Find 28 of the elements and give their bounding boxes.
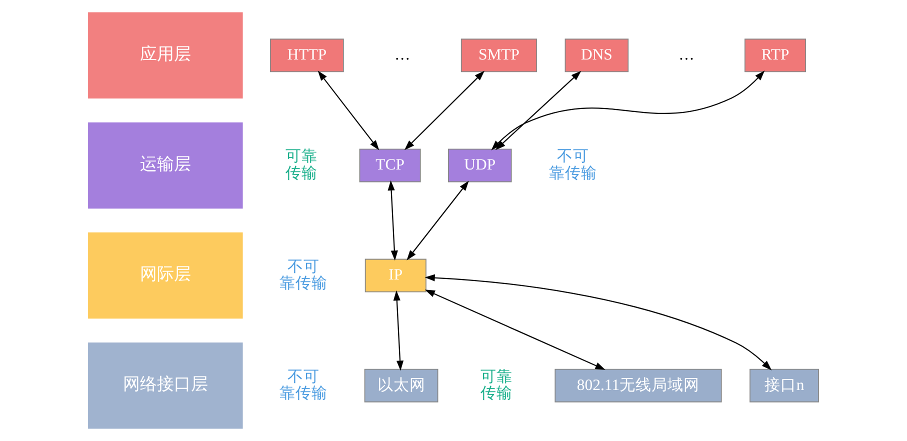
node-box: TCP xyxy=(359,148,421,182)
node-box: 网络接口层 xyxy=(88,342,243,429)
node-box: RTP xyxy=(744,38,806,72)
label: … xyxy=(394,46,410,64)
node-box: 接口n xyxy=(750,368,819,402)
arrow xyxy=(318,70,380,150)
node-box: UDP xyxy=(448,148,512,182)
node-box: 网际层 xyxy=(88,232,243,319)
label: 不可靠传输 xyxy=(549,148,598,182)
label: 可靠传输 xyxy=(480,368,513,402)
arrow xyxy=(388,180,398,261)
node-box: SMTP xyxy=(460,38,538,72)
node-box: 应用层 xyxy=(88,12,243,99)
arrow xyxy=(393,290,404,371)
label: 可靠传输 xyxy=(285,148,318,182)
node-box: IP xyxy=(364,258,426,292)
arrow xyxy=(406,180,469,260)
label: 不可靠传输 xyxy=(280,368,328,402)
node-box: 运输层 xyxy=(88,122,243,209)
node-box: 以太网 xyxy=(364,368,438,402)
arrow xyxy=(404,70,485,150)
label: 不可靠传输 xyxy=(280,258,328,292)
label: … xyxy=(678,46,694,64)
arrow xyxy=(424,274,772,370)
node-box: HTTP xyxy=(270,38,344,72)
node-box: 802.11无线局域网 xyxy=(554,368,722,402)
arrow xyxy=(424,290,606,370)
node-box: DNS xyxy=(564,38,629,72)
